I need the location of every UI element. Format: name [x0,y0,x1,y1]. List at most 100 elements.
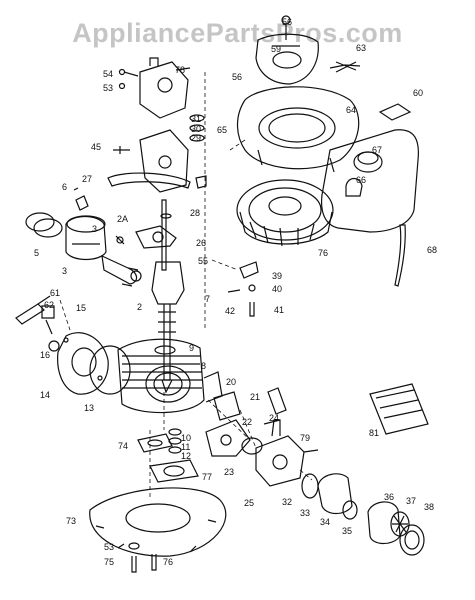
callout-23: 23 [224,467,234,477]
callout-5: 5 [34,248,39,258]
callout-8: 8 [201,361,206,371]
carburetor-assembly [118,57,191,119]
blower-housing [236,86,360,173]
callout-38: 38 [424,502,434,512]
governor-parts [227,261,259,317]
callout-79: 79 [300,433,310,443]
callout-60: 60 [413,88,423,98]
callout-67: 67 [372,145,382,155]
wrist-pin [73,187,89,211]
callout-3: 3 [62,266,67,276]
callout-76: 76 [318,248,328,258]
callout-62: 62 [44,300,54,310]
callout-41: 41 [274,305,284,315]
callout-59: 59 [271,44,281,54]
reed-valve-stack [189,114,205,142]
callout-22: 22 [242,417,252,427]
callout-61: 61 [50,288,60,298]
callout-11: 11 [181,442,190,452]
intake-manifold [113,129,189,193]
callout-74: 74 [118,441,128,451]
assembly-guide-lines [59,72,313,500]
manual-booklet [369,383,429,435]
decal [378,103,412,121]
ignition-parts [41,305,60,352]
piston-rings [25,212,63,238]
callout-39: 39 [272,271,282,281]
filter-element [367,501,401,545]
callout-20: 20 [226,377,236,387]
callout-73: 73 [66,516,76,526]
callout-81: 81 [369,428,379,438]
filter-screen [342,500,358,520]
fan-flywheel [236,179,334,247]
filter-tube [317,473,353,515]
crankshaft [151,199,185,394]
callout-77: 77 [202,472,212,482]
callout-29: 29 [191,133,201,143]
callout-53-lower: 53 [104,542,114,552]
callout-76-lower: 76 [163,557,173,567]
thrust-washer [154,345,176,355]
filter-cap [399,524,425,556]
gasket-74 [137,433,173,453]
callout-63: 63 [356,43,366,53]
callout-26: 26 [196,238,206,248]
piston [65,215,107,261]
callout-45: 45 [91,142,101,152]
callout-64: 64 [346,105,356,115]
callout-13: 13 [84,403,94,413]
callout-55: 55 [198,256,208,266]
callout-24: 24 [269,413,279,423]
callout-12: 12 [181,451,191,461]
callout-4: 3 [92,224,97,234]
small-washers [168,428,182,454]
throttle-parts [263,387,287,425]
callout-56-lower: 56 [232,72,242,82]
callout-35: 35 [342,526,352,536]
callout-37: 37 [406,496,416,506]
callout-53: 53 [103,83,113,93]
crankcase-seal [135,225,177,249]
callout-65: 65 [217,125,227,135]
connecting-rod [101,235,142,287]
callout-30: 30 [191,124,201,134]
bottom-fasteners [128,542,157,573]
starter-rope-handle [329,61,361,73]
muffler-gasket [213,391,241,421]
callout-42: 42 [225,306,235,316]
callout-16: 16 [40,350,50,360]
callout-68: 68 [427,245,437,255]
callout-6: 6 [62,182,67,192]
callout-9: 9 [189,343,194,353]
starter-cover [255,15,319,85]
callout-27: 27 [82,174,92,184]
callout-33: 33 [300,508,310,518]
callout-28: 28 [190,208,200,218]
callout-36: 36 [384,492,394,502]
carburetor-body [255,419,319,487]
fuel-line [394,224,406,287]
callout-labels: 56 63 59 78 54 56 53 60 64 31 30 65 29 4… [34,17,437,567]
callout-75: 75 [104,557,114,567]
callout-2A: 2A [117,214,128,224]
callout-31: 31 [191,114,201,124]
callout-14: 14 [40,390,50,400]
callout-66: 66 [356,175,366,185]
callout-34: 34 [320,517,330,527]
callout-7: 7 [205,294,210,304]
gasket-77 [149,459,199,483]
crankcase-cover [57,332,109,395]
air-deflector [107,172,207,189]
callout-21: 21 [250,392,260,402]
callout-32: 32 [282,497,292,507]
spark-plug [15,295,51,325]
callout-54: 54 [103,69,113,79]
callout-10: 10 [181,433,191,443]
callout-78: 78 [175,65,185,75]
air-filter-ring [301,473,319,499]
callout-40: 40 [272,284,282,294]
callout-25: 25 [244,498,254,508]
